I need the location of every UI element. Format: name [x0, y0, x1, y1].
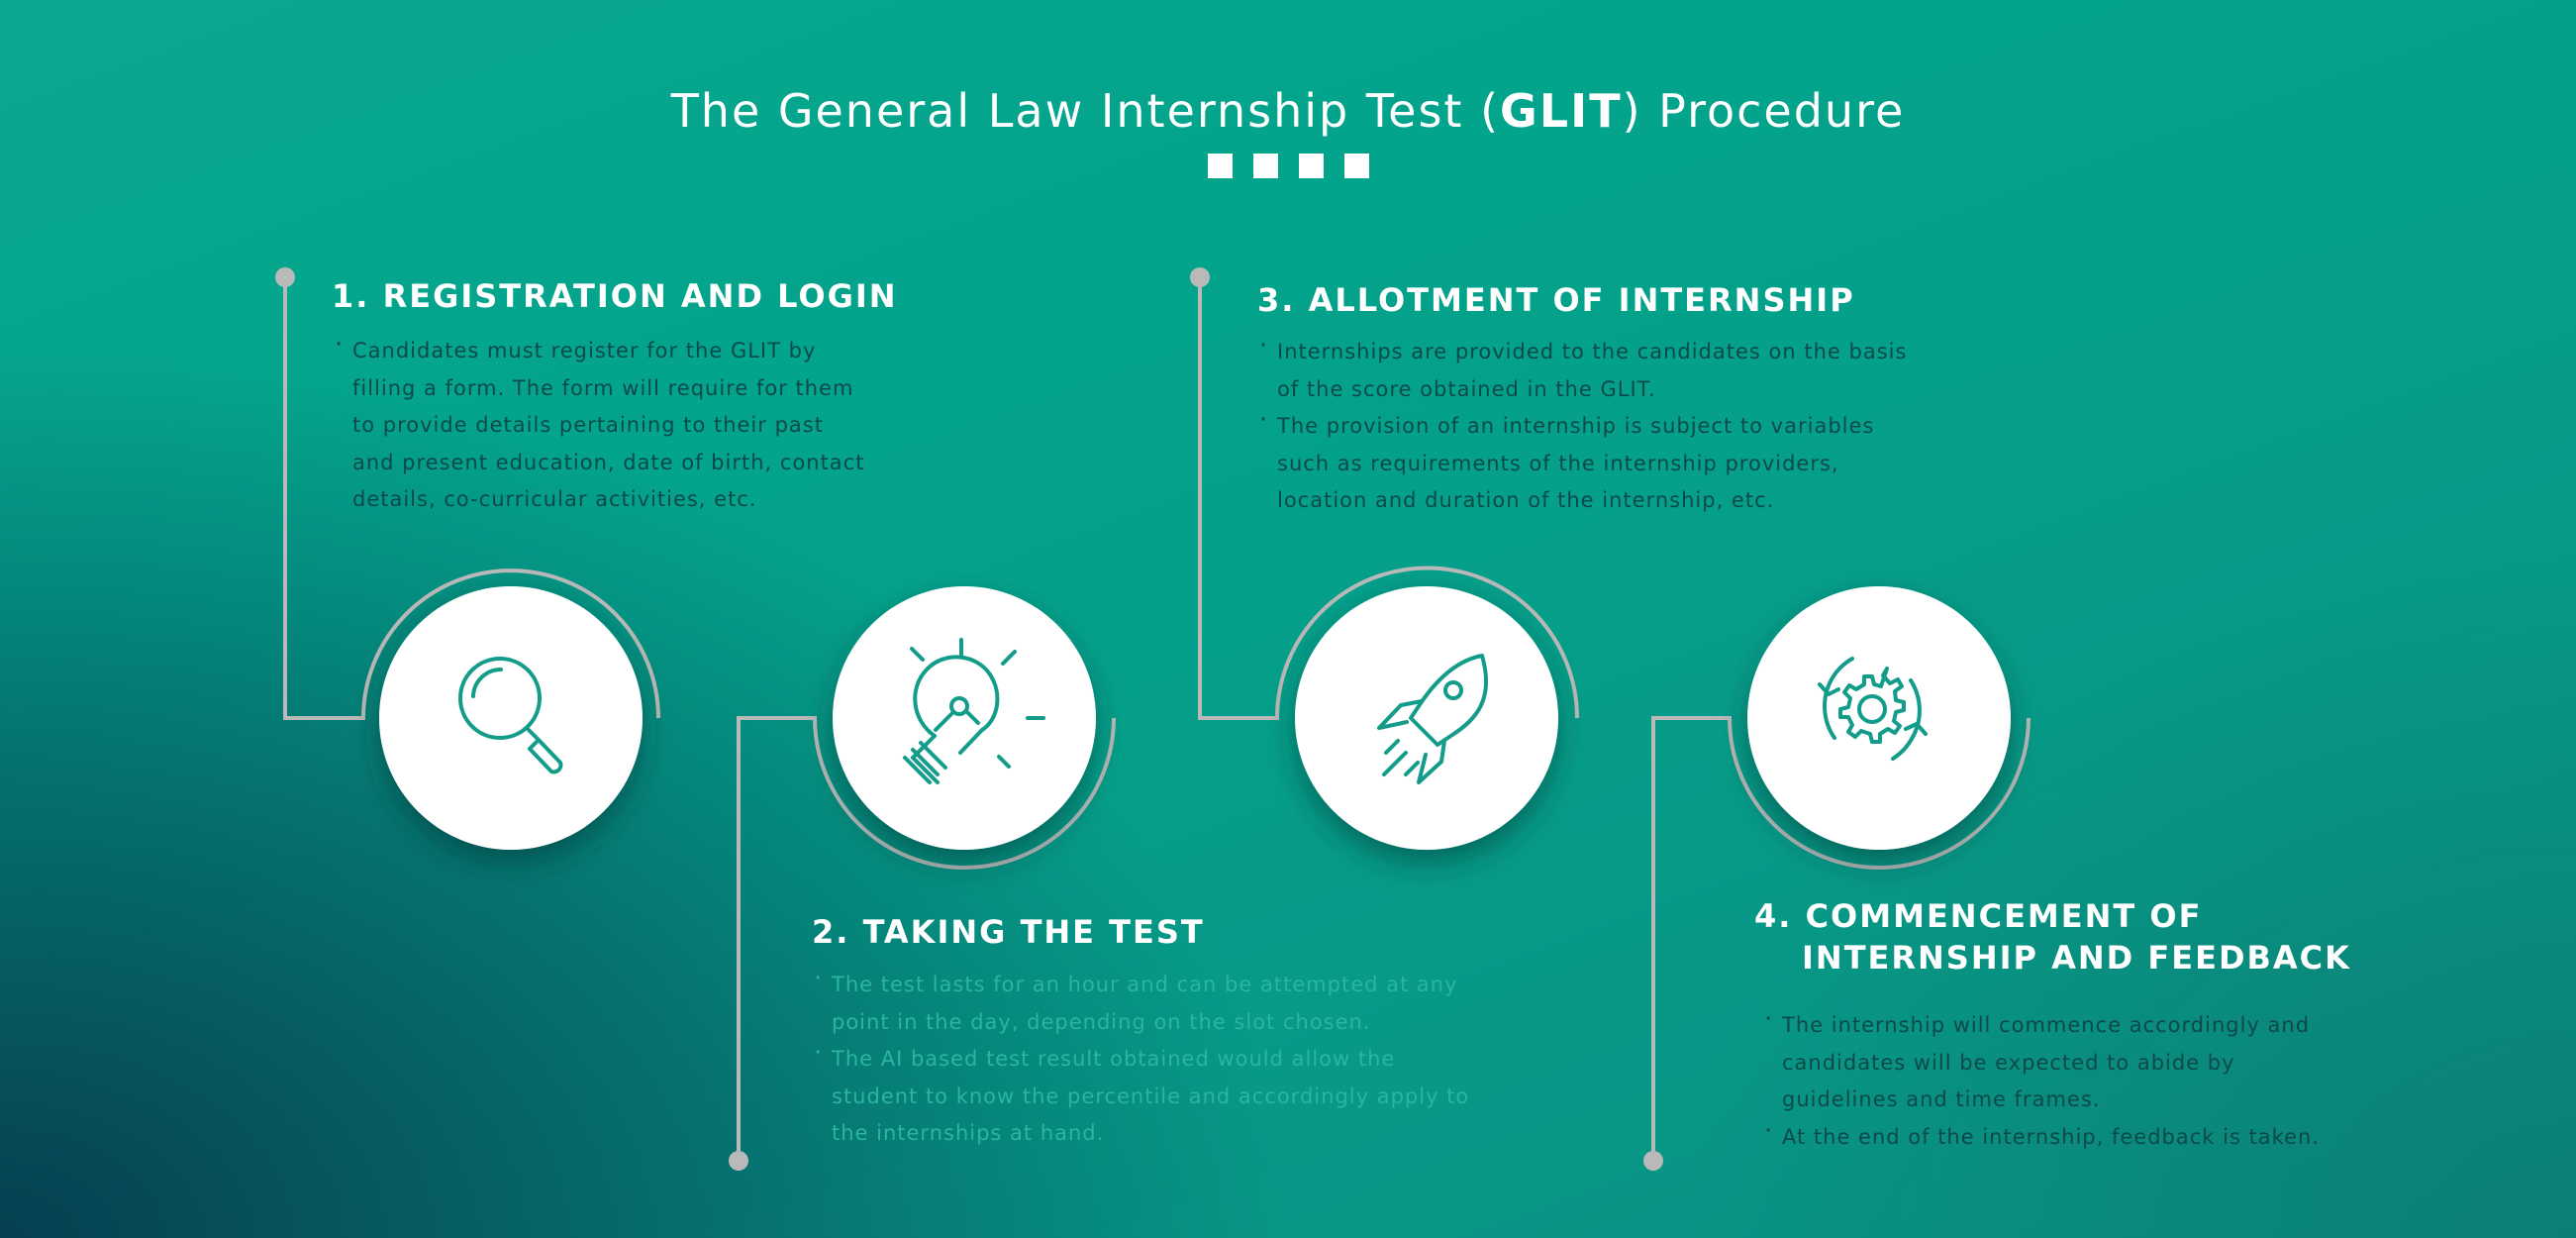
step-2-circle: [833, 586, 1096, 850]
connector-dot-3: [1190, 267, 1210, 287]
rocket-icon: [1377, 654, 1488, 784]
step-4-heading-line-2: INTERNSHIP AND FEEDBACK: [1802, 939, 2351, 977]
lightbulb-icon: [903, 638, 1045, 784]
step-2-bullet: The test lasts for an hour and can be at…: [814, 961, 1487, 1041]
connector-dot-1: [275, 267, 295, 287]
step-2-bullets: The test lasts for an hour and can be at…: [814, 961, 1487, 1153]
connector-dot-4: [1643, 1151, 1663, 1171]
connector-step-2: [737, 716, 1116, 1161]
step-4-bullets: The internship will commence accordingly…: [1764, 1001, 2358, 1157]
step-3-circle: [1295, 586, 1558, 850]
step-4-heading: 4. COMMENCEMENT OF INTERNSHIP AND FEEDBA…: [1754, 895, 2351, 979]
title-decoration: [1208, 154, 1369, 178]
step-1-bullet: Candidates must register for the GLIT by…: [335, 327, 869, 519]
gear-refresh-icon: [1818, 657, 1928, 761]
step-1-bullets: Candidates must register for the GLIT by…: [335, 327, 869, 519]
step-3-bullets: Internships are provided to the candidat…: [1259, 328, 1913, 520]
connector-step-1: [283, 277, 660, 720]
connector-step-3: [1198, 277, 1579, 720]
decoration-square: [1208, 154, 1233, 178]
decoration-square: [1299, 154, 1324, 178]
connector-step-4: [1651, 716, 2031, 1161]
step-2-heading: 2. TAKING THE TEST: [812, 913, 1205, 951]
step-2-bullet: The AI based test result obtained would …: [814, 1035, 1487, 1153]
step-3-heading: 3. ALLOTMENT OF INTERNSHIP: [1257, 281, 1855, 319]
step-1-circle: [379, 586, 643, 850]
step-4-heading-line-1: 4. COMMENCEMENT OF: [1754, 897, 2203, 935]
step-4-bullet: The internship will commence accordingly…: [1764, 1001, 2358, 1119]
decoration-square: [1253, 154, 1278, 178]
connector-dot-2: [729, 1151, 748, 1171]
magnifying-glass-icon: [458, 657, 563, 774]
page-title: The General Law Internship Test (GLIT) P…: [670, 83, 1906, 138]
step-1-heading: 1. REGISTRATION AND LOGIN: [332, 277, 898, 315]
step-4-bullet: At the end of the internship, feedback i…: [1764, 1113, 2358, 1157]
decoration-square: [1344, 154, 1369, 178]
step-3-bullet: The provision of an internship is subjec…: [1259, 402, 1913, 520]
step-3-bullet: Internships are provided to the candidat…: [1259, 328, 1913, 408]
